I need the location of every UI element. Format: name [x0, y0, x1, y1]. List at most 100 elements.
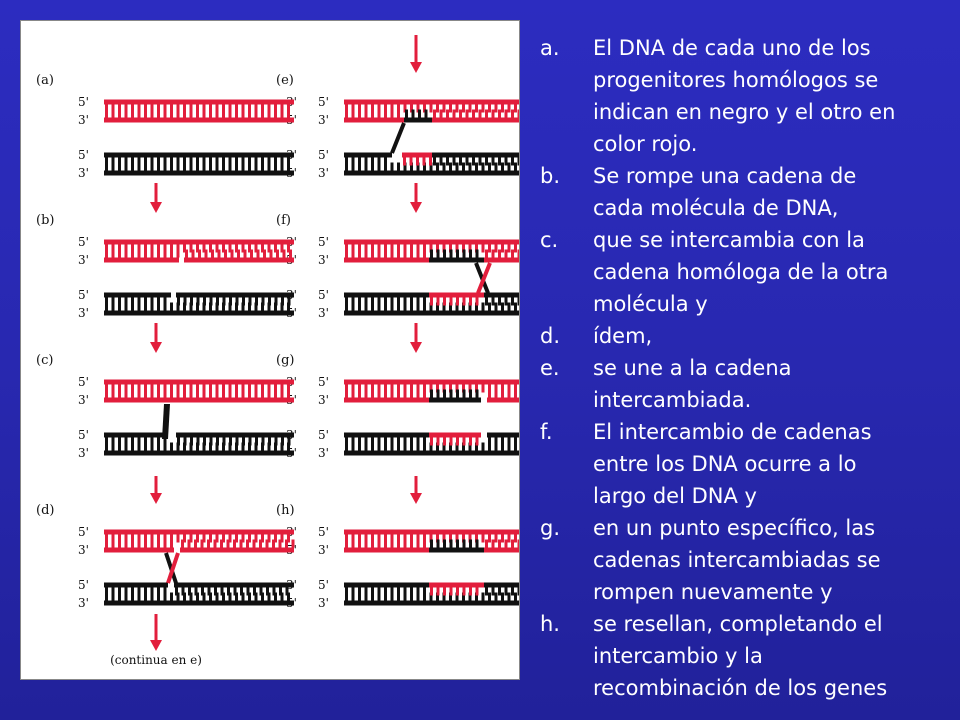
base-tooth [111, 539, 115, 548]
arrow-shaft [154, 183, 158, 204]
strand-end-label: 5' [318, 375, 329, 389]
base-tooth [397, 297, 400, 306]
base-tooth [410, 302, 413, 311]
base-tooth [416, 297, 420, 306]
base-tooth [124, 249, 128, 258]
base-tooth [267, 109, 271, 118]
step-marker: d. [540, 324, 561, 348]
base-tooth [465, 157, 469, 166]
base-tooth [358, 534, 361, 543]
base-tooth [282, 249, 286, 258]
base-tooth [287, 157, 290, 166]
base-tooth [228, 389, 232, 398]
base-tooth [449, 244, 452, 253]
base-tooth [228, 302, 232, 311]
base-tooth [423, 249, 426, 258]
base-tooth [216, 297, 219, 306]
base-tooth [390, 592, 394, 601]
base-tooth [511, 157, 514, 166]
step-marker: g. [540, 516, 561, 540]
base-tooth [222, 437, 226, 446]
base-tooth [364, 587, 368, 596]
base-tooth [390, 539, 394, 548]
base-tooth [345, 244, 348, 253]
base-tooth [403, 592, 407, 601]
base-tooth [176, 592, 180, 601]
base-tooth [131, 389, 134, 398]
base-tooth [345, 442, 348, 451]
base-tooth [430, 389, 433, 398]
base-tooth [279, 587, 282, 596]
base-tooth [397, 592, 400, 601]
base-tooth [514, 244, 517, 253]
base-tooth [163, 297, 167, 306]
base-tooth [462, 539, 466, 548]
base-tooth [416, 249, 420, 258]
strand-end-label: 3' [318, 166, 329, 180]
base-tooth [272, 587, 276, 596]
base-tooth [189, 104, 193, 113]
base-tooth [131, 442, 134, 451]
base-tooth [397, 302, 400, 311]
base-tooth [204, 249, 208, 258]
base-tooth [144, 297, 147, 306]
base-tooth [157, 539, 160, 548]
base-tooth [189, 534, 193, 543]
base-tooth [377, 297, 381, 306]
base-tooth [215, 302, 219, 311]
base-tooth [163, 442, 167, 451]
base-tooth [491, 587, 495, 596]
base-tooth [241, 389, 245, 398]
base-tooth [507, 442, 511, 451]
base-tooth [248, 157, 251, 166]
base-tooth [455, 384, 459, 393]
base-tooth [242, 297, 245, 306]
base-tooth [235, 384, 238, 393]
base-tooth [222, 442, 225, 451]
step-line: cadena homóloga de la otra [593, 260, 889, 284]
strand-backbone [344, 450, 519, 456]
base-tooth [131, 249, 134, 258]
base-tooth [124, 539, 128, 548]
base-tooth [183, 442, 186, 451]
base-tooth [351, 384, 355, 393]
strand-backbone [104, 379, 294, 385]
base-tooth [517, 157, 519, 166]
base-tooth [345, 587, 348, 596]
base-tooth [364, 534, 368, 543]
arrow-head [150, 493, 162, 504]
base-tooth [416, 244, 420, 253]
base-tooth [504, 249, 508, 258]
base-tooth [494, 162, 498, 171]
base-tooth [468, 592, 472, 601]
base-tooth [144, 389, 147, 398]
base-tooth [403, 104, 407, 113]
base-tooth [446, 157, 449, 166]
base-tooth [252, 539, 256, 548]
base-tooth [390, 534, 394, 543]
panel-label: (f) [276, 213, 291, 228]
base-tooth [488, 104, 491, 113]
base-tooth [449, 389, 453, 398]
base-tooth [410, 384, 413, 393]
base-tooth [189, 157, 193, 166]
base-tooth [351, 534, 355, 543]
panel-label: (a) [36, 73, 54, 88]
base-tooth [416, 587, 420, 596]
base-tooth [157, 442, 160, 451]
base-tooth [254, 389, 258, 398]
base-tooth [371, 442, 374, 451]
arrow-shaft [414, 35, 418, 64]
base-tooth [455, 534, 459, 543]
base-tooth [442, 104, 446, 113]
base-tooth [241, 592, 245, 601]
step-line: en un punto específico, las [593, 516, 876, 540]
base-tooth [185, 249, 188, 258]
base-tooth [475, 442, 478, 451]
base-tooth [491, 297, 495, 306]
base-tooth [456, 539, 459, 548]
base-tooth [501, 104, 504, 113]
base-tooth [475, 437, 479, 446]
